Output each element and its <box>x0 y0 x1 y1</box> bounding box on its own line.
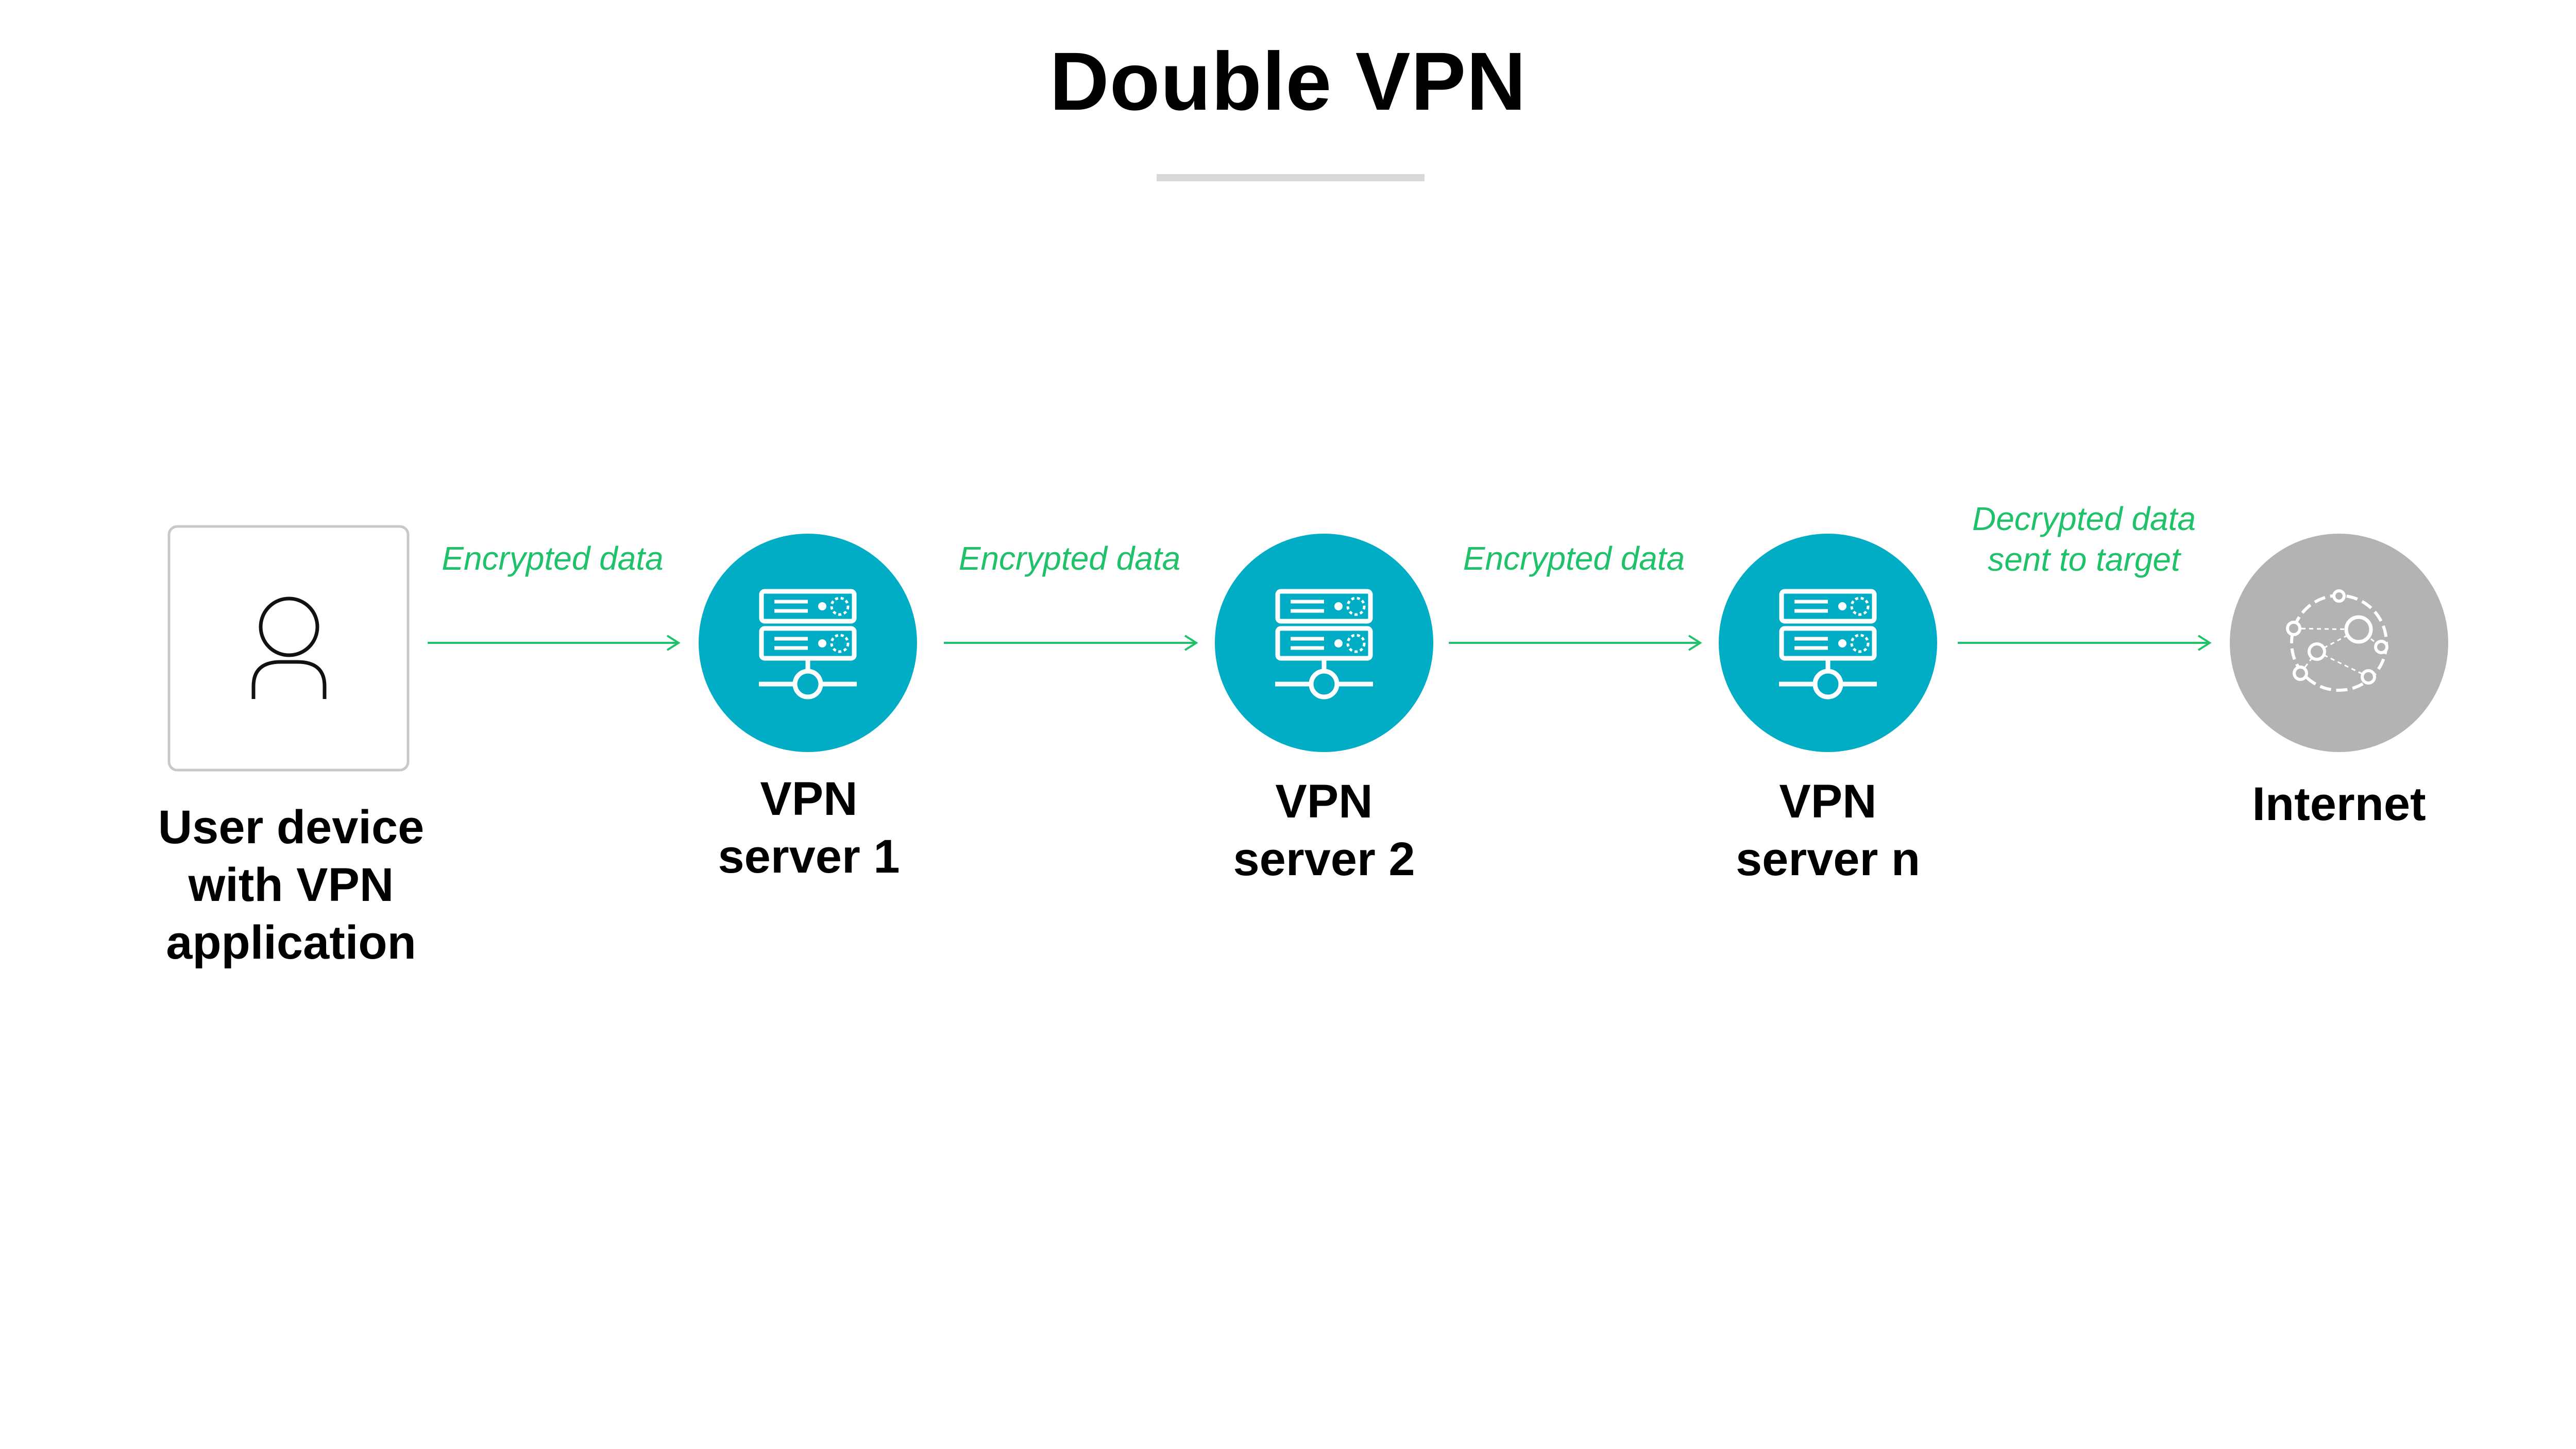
node-label-vpn-server-n: VPN server n <box>1735 775 1921 886</box>
edge-server1-server2 <box>944 635 1198 651</box>
internet-circle <box>2230 534 2448 752</box>
node-vpn-server-2 <box>1215 534 1433 752</box>
node-label-user-device: User device with VPN application <box>158 801 425 969</box>
edge-device-server1 <box>428 635 681 651</box>
edge-label-server1-server2: Encrypted data <box>958 540 1181 577</box>
edge-label-device-server1: Encrypted data <box>442 540 664 577</box>
user-icon <box>251 596 327 699</box>
node-label-vpn-server-1: VPN server 1 <box>718 773 900 883</box>
server-1-circle <box>699 534 917 752</box>
server-n-circle <box>1719 534 1937 752</box>
diagram-title: Double VPN <box>1049 35 1527 127</box>
node-internet <box>2230 534 2448 752</box>
title-underline <box>1157 174 1425 181</box>
edge-label-server2-servern: Encrypted data <box>1463 540 1685 577</box>
device-box <box>167 525 410 772</box>
server-2-circle <box>1215 534 1433 752</box>
edge-servern-internet <box>1958 635 2212 651</box>
node-user-device <box>167 525 410 772</box>
edge-label-servern-internet: Decrypted data sent to target <box>1972 500 2196 578</box>
globe-network-icon <box>2286 589 2388 692</box>
node-vpn-server-1 <box>699 534 917 752</box>
edge-server2-servern <box>1449 635 1702 651</box>
node-vpn-server-n <box>1719 534 1937 752</box>
node-label-vpn-server-2: VPN server 2 <box>1233 775 1415 886</box>
node-label-internet: Internet <box>2252 778 2426 830</box>
